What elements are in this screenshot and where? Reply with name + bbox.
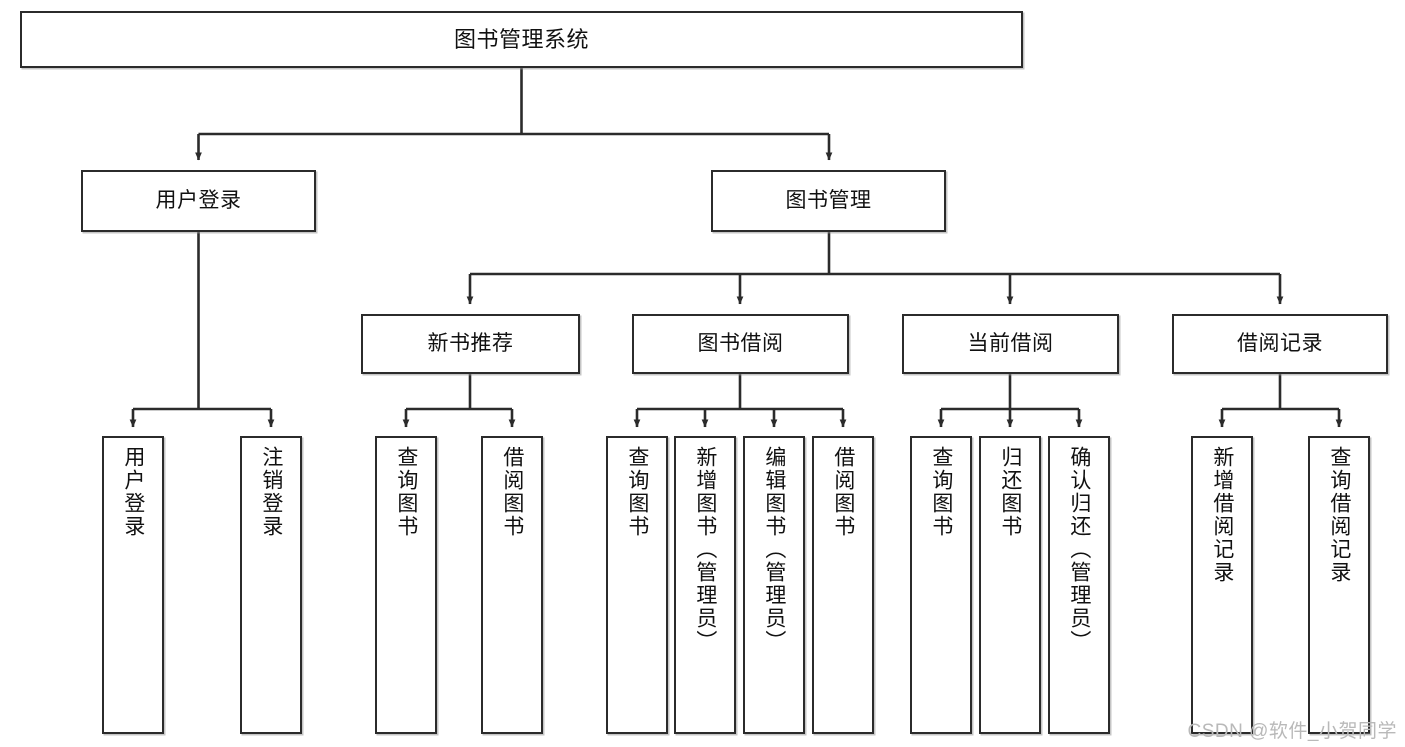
- node-user-login[interactable]: 用户登录: [81, 170, 316, 232]
- leaf-user-logout[interactable]: 注销登录: [240, 436, 302, 734]
- node-label: 归还图书: [998, 446, 1022, 538]
- node-label: 借阅图书: [500, 446, 524, 538]
- node-label: 查询图书: [625, 446, 649, 538]
- leaf-borrow-add-book-admin[interactable]: 新增图书（管理员）: [674, 436, 736, 734]
- node-label: 图书管理: [785, 188, 872, 212]
- node-label: 新增图书（管理员）: [693, 446, 717, 653]
- leaf-user-login[interactable]: 用户登录: [102, 436, 164, 734]
- node-label: 编辑图书（管理员）: [762, 446, 786, 653]
- leaf-borrow-edit-book-admin[interactable]: 编辑图书（管理员）: [743, 436, 805, 734]
- node-label: 用户登录: [155, 188, 242, 212]
- leaf-record-add-borrow-record[interactable]: 新增借阅记录: [1191, 436, 1253, 734]
- node-label: 注销登录: [259, 446, 283, 538]
- node-label: 查询图书: [929, 446, 953, 538]
- node-label: 查询借阅记录: [1327, 446, 1351, 584]
- csdn-watermark: CSDN @软件_小贺同学: [1187, 721, 1397, 742]
- leaf-record-query-borrow-record[interactable]: 查询借阅记录: [1308, 436, 1370, 734]
- node-book-management[interactable]: 图书管理: [711, 170, 946, 232]
- leaf-current-return-book[interactable]: 归还图书: [979, 436, 1041, 734]
- leaf-recommend-query-book[interactable]: 查询图书: [375, 436, 437, 734]
- node-label: 借阅记录: [1237, 331, 1323, 355]
- node-label: 新书推荐: [427, 331, 514, 355]
- node-borrow-record[interactable]: 借阅记录: [1172, 314, 1388, 374]
- node-label: 图书管理系统: [453, 26, 589, 52]
- node-label: 图书借阅: [697, 331, 784, 355]
- node-label: 当前借阅: [967, 331, 1054, 355]
- node-label: 新增借阅记录: [1210, 446, 1234, 584]
- node-current-borrow[interactable]: 当前借阅: [902, 314, 1119, 374]
- node-new-book-recommend[interactable]: 新书推荐: [361, 314, 580, 374]
- node-label: 借阅图书: [831, 446, 855, 538]
- node-root-system[interactable]: 图书管理系统: [20, 11, 1023, 68]
- leaf-borrow-query-book[interactable]: 查询图书: [606, 436, 668, 734]
- node-label: 用户登录: [121, 446, 145, 538]
- node-book-borrow[interactable]: 图书借阅: [632, 314, 849, 374]
- node-label: 确认归还（管理员）: [1067, 446, 1091, 653]
- leaf-recommend-borrow-book[interactable]: 借阅图书: [481, 436, 543, 734]
- leaf-current-confirm-return-admin[interactable]: 确认归还（管理员）: [1048, 436, 1110, 734]
- node-label: 查询图书: [394, 446, 418, 538]
- leaf-current-query-book[interactable]: 查询图书: [910, 436, 972, 734]
- leaf-borrow-borrow-book[interactable]: 借阅图书: [812, 436, 874, 734]
